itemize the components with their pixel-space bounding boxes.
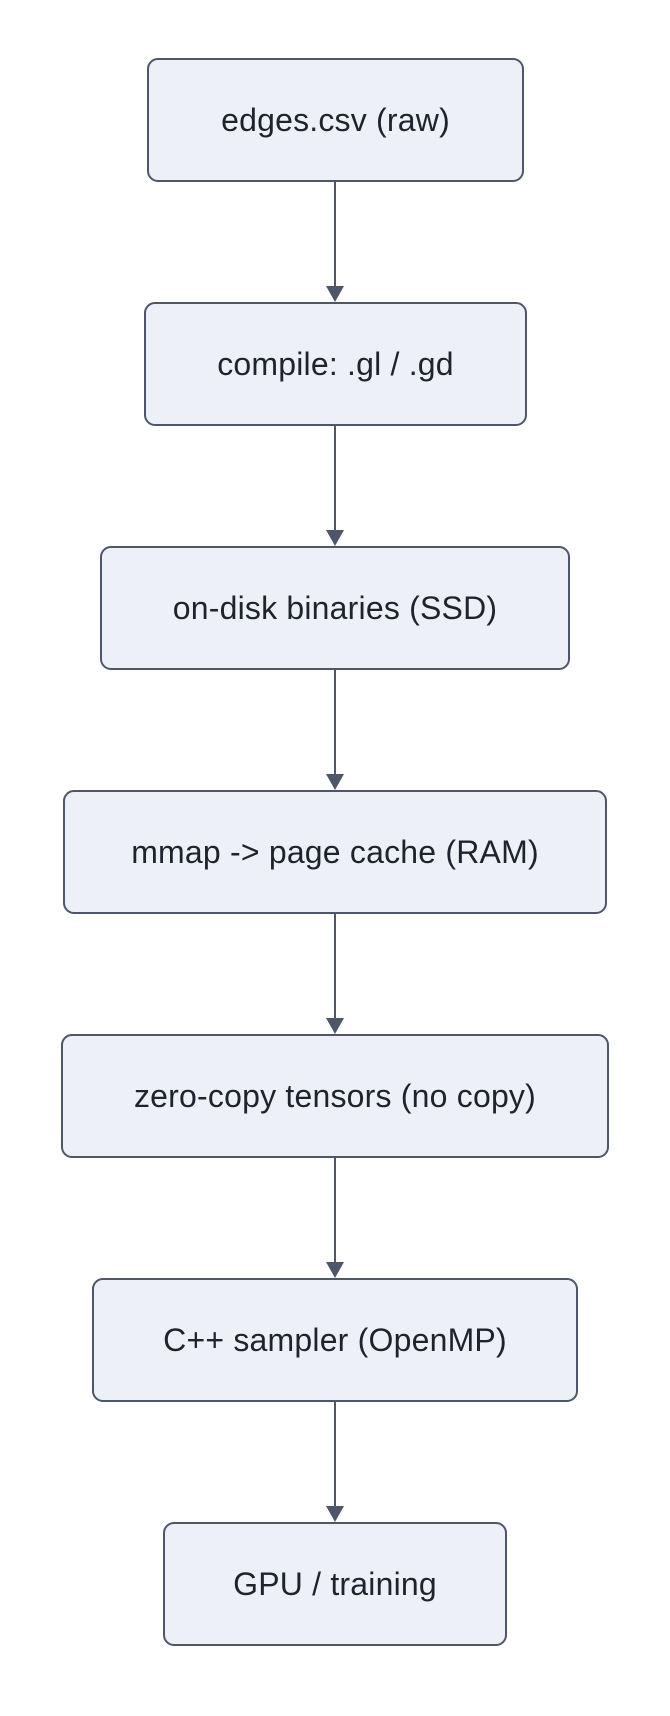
edge-4 (326, 914, 344, 1034)
arrowhead-down-icon (326, 1506, 344, 1522)
edge-3 (326, 670, 344, 790)
edge-line (334, 1402, 336, 1508)
arrowhead-down-icon (326, 774, 344, 790)
node-cpp-sampler: C++ sampler (OpenMP) (92, 1278, 578, 1402)
edge-5 (326, 1158, 344, 1278)
node-label: on-disk binaries (SSD) (172, 589, 498, 626)
edge-2 (326, 426, 344, 546)
node-on-disk-binaries: on-disk binaries (SSD) (100, 546, 570, 670)
arrowhead-down-icon (326, 1018, 344, 1034)
node-label: mmap -> page cache (RAM) (131, 833, 539, 870)
node-label: C++ sampler (OpenMP) (163, 1321, 507, 1358)
edge-line (334, 426, 336, 532)
node-label: compile: .gl / .gd (217, 345, 454, 382)
arrowhead-down-icon (326, 1262, 344, 1278)
node-edges-csv-raw: edges.csv (raw) (147, 58, 524, 182)
node-label: edges.csv (raw) (221, 101, 450, 138)
edge-6 (326, 1402, 344, 1522)
edge-1 (326, 182, 344, 302)
node-mmap-page-cache: mmap -> page cache (RAM) (63, 790, 607, 914)
arrowhead-down-icon (326, 530, 344, 546)
edge-line (334, 670, 336, 776)
node-label: GPU / training (233, 1565, 437, 1602)
edge-line (334, 1158, 336, 1264)
node-gpu-training: GPU / training (163, 1522, 507, 1646)
node-compile-gl-gd: compile: .gl / .gd (144, 302, 527, 426)
node-label: zero-copy tensors (no copy) (133, 1077, 536, 1114)
node-zero-copy-tensors: zero-copy tensors (no copy) (61, 1034, 609, 1158)
edge-line (334, 914, 336, 1020)
edge-line (334, 182, 336, 288)
arrowhead-down-icon (326, 286, 344, 302)
